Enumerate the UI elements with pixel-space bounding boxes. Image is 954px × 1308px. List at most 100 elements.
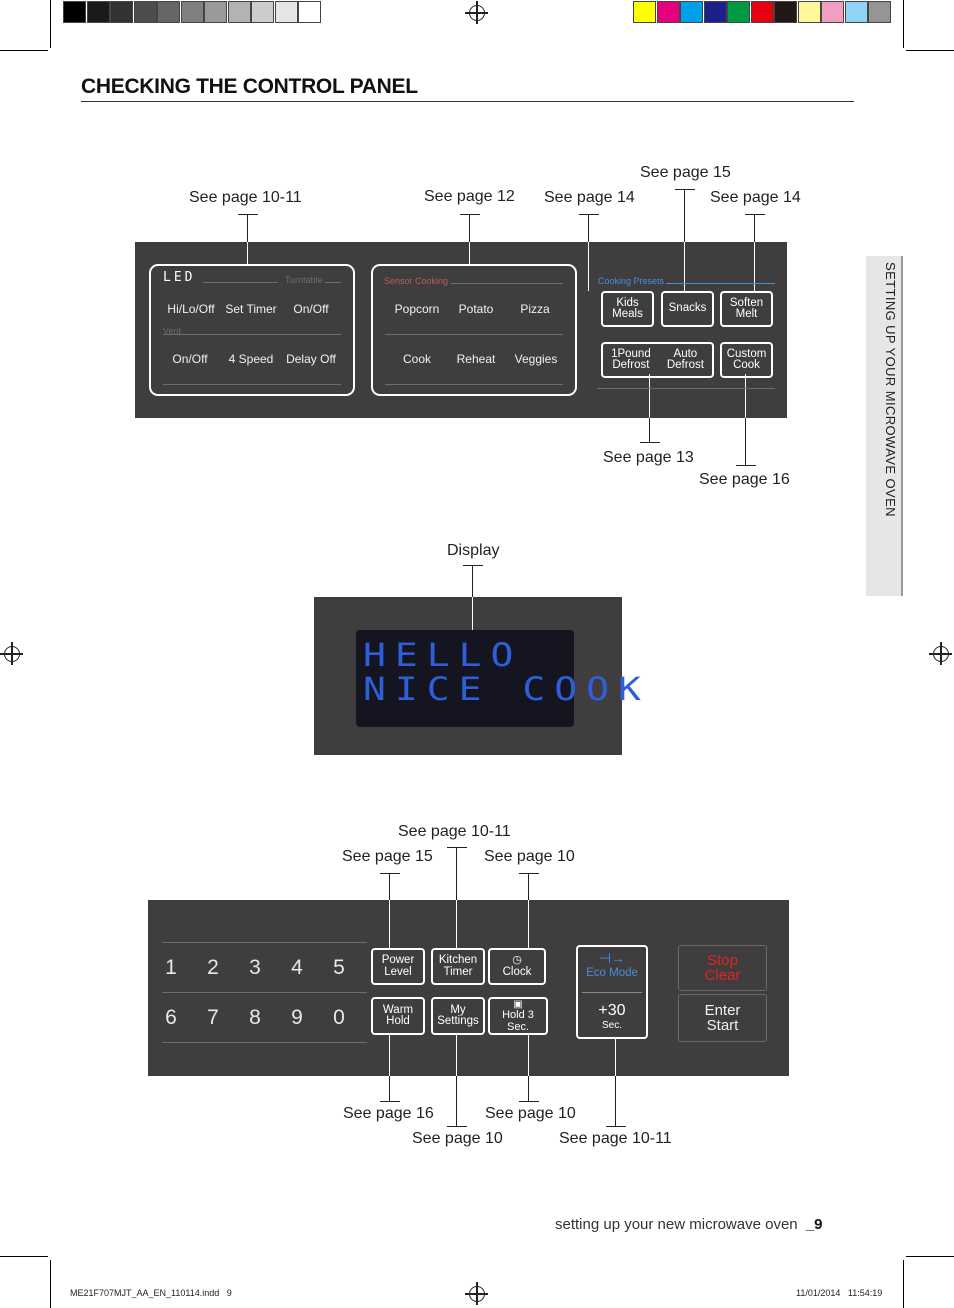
leader-line	[588, 214, 589, 242]
digit-4-button[interactable]: 4	[291, 956, 303, 979]
color-swatch	[204, 1, 227, 23]
divider	[162, 1042, 367, 1043]
callout-defrost: See page 13	[603, 449, 694, 466]
divider	[597, 388, 775, 389]
power-level-button[interactable]: Power Level	[371, 948, 425, 985]
leader-line	[606, 1126, 626, 1127]
top-control-panel: LED Turntable Hi/Lo/Off Set Timer On/Off…	[135, 242, 787, 418]
power-level-line2: Level	[384, 965, 412, 978]
popcorn-button[interactable]: Popcorn	[394, 302, 440, 316]
leader-line	[745, 374, 746, 418]
cook-button[interactable]: Cook	[402, 352, 431, 366]
footer-section-label: setting up your new microwave oven	[555, 1216, 798, 1233]
hold-3-sec-label: Hold 3 Sec.	[502, 1009, 534, 1033]
crop-mark	[903, 1260, 904, 1308]
crop-mark	[50, 1260, 51, 1308]
snacks-button[interactable]: Snacks	[661, 291, 714, 327]
color-swatch	[86, 1, 110, 23]
color-swatch	[797, 1, 821, 23]
leader-line	[456, 1076, 457, 1126]
leader-line	[528, 1035, 529, 1076]
leader-line	[469, 214, 470, 242]
color-swatch	[868, 1, 891, 23]
footer-timestamp: 11/01/2014 11:54:19	[796, 1288, 883, 1298]
custom-cook-button[interactable]: Custom Cook	[720, 342, 773, 378]
plus-30-label: +30	[598, 1002, 626, 1019]
digit-8-button[interactable]: 8	[249, 1006, 261, 1029]
delay-off-button[interactable]: Delay Off	[286, 352, 336, 366]
digit-2-button[interactable]: 2	[207, 956, 219, 979]
stop-label: Stop	[707, 952, 738, 969]
leader-line	[675, 189, 695, 190]
display-panel: HELLO NICE COOK	[314, 597, 641, 755]
page-number: _9	[805, 1216, 823, 1233]
leader-line	[615, 1039, 616, 1076]
custom-cook-line2: Cook	[733, 359, 760, 371]
plus-30-button[interactable]: +30 Sec.	[578, 996, 646, 1038]
eco-mode-button[interactable]: ⊣→ Eco Mode	[578, 947, 646, 991]
crop-mark	[50, 0, 51, 48]
color-swatch	[844, 1, 868, 23]
soften-melt-line2: Melt	[735, 308, 758, 320]
digit-0-button[interactable]: 0	[333, 1006, 345, 1029]
plug-icon: ⊣→	[598, 950, 626, 966]
digit-1-button[interactable]: 1	[165, 956, 177, 979]
warm-hold-button[interactable]: Warm Hold	[371, 997, 425, 1035]
pizza-button[interactable]: Pizza	[520, 302, 550, 316]
leader-line	[456, 847, 457, 900]
color-swatch	[157, 1, 180, 23]
digit-9-button[interactable]: 9	[291, 1006, 303, 1029]
leader-line	[754, 214, 755, 242]
veggies-button[interactable]: Veggies	[514, 352, 558, 366]
grayscale-bar	[63, 0, 321, 24]
warm-hold-line2: Hold	[386, 1015, 410, 1027]
leader-line	[588, 242, 589, 291]
crop-mark	[906, 50, 954, 51]
leader-line	[579, 214, 599, 215]
vent-on-off-button[interactable]: On/Off	[172, 352, 208, 366]
my-settings-button[interactable]: My Settings	[431, 997, 485, 1035]
enter-start-button[interactable]: Enter Start	[678, 994, 767, 1042]
leader-line	[469, 242, 470, 264]
vent-4-speed-button[interactable]: 4 Speed	[228, 352, 274, 366]
hold-3-sec-button[interactable]: ▣ Hold 3 Sec.	[488, 997, 548, 1035]
registration-mark-icon	[0, 642, 23, 665]
set-timer-button[interactable]: Set Timer	[225, 302, 277, 316]
callout-hold-3-sec: See page 10	[485, 1105, 576, 1122]
digit-6-button[interactable]: 6	[165, 1006, 177, 1029]
digit-5-button[interactable]: 5	[333, 956, 345, 979]
stop-clear-button[interactable]: Stop Clear	[678, 945, 767, 991]
kids-meals-button[interactable]: Kids Meals	[601, 291, 654, 327]
auto-defrost-button[interactable]: Auto Defrost	[667, 347, 704, 372]
leader-line	[463, 565, 483, 566]
digit-3-button[interactable]: 3	[249, 956, 261, 979]
clock-button[interactable]: ◷ Clock	[488, 948, 546, 985]
divider	[451, 283, 563, 284]
leader-line	[389, 900, 390, 948]
potato-button[interactable]: Potato	[458, 302, 494, 316]
one-pound-defrost-button[interactable]: 1Pound Defrost	[611, 348, 651, 372]
turntable-on-off-button[interactable]: On/Off	[293, 302, 329, 316]
kitchen-timer-button[interactable]: Kitchen Timer	[431, 948, 485, 985]
leader-line	[684, 242, 685, 291]
crop-mark	[903, 0, 904, 48]
section-side-tab	[866, 256, 903, 596]
side-tab-label: SETTING UP YOUR MICROWAVE OVEN	[883, 262, 898, 517]
auto-defrost-line1: Auto	[673, 347, 698, 360]
sensor-cooking-group	[371, 264, 577, 396]
digit-7-button[interactable]: 7	[207, 1006, 219, 1029]
leader-line	[754, 242, 755, 291]
divider	[385, 334, 563, 335]
sec-label: Sec.	[601, 1020, 622, 1031]
leader-line	[528, 900, 529, 948]
color-swatch	[63, 1, 86, 23]
defrost-button-group[interactable]: 1Pound Defrost Auto Defrost	[601, 342, 714, 378]
clock-label: Clock	[502, 965, 532, 978]
soften-melt-button[interactable]: Soften Melt	[720, 291, 773, 327]
divider	[385, 384, 563, 385]
reheat-button[interactable]: Reheat	[456, 352, 496, 366]
hi-lo-off-button[interactable]: Hi/Lo/Off	[167, 302, 215, 316]
color-swatch	[680, 1, 703, 23]
leader-line	[649, 374, 650, 418]
callout-power-level: See page 15	[342, 848, 433, 865]
